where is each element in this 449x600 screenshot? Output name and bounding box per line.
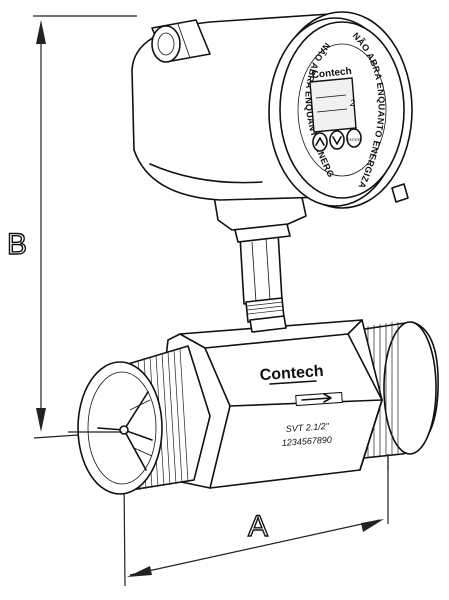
- cable-gland: [151, 19, 211, 63]
- dimension-a-right-arrow: [361, 519, 384, 532]
- keypad: ENTER: [312, 128, 362, 152]
- display-digit: 2: [349, 98, 355, 108]
- body-brand-underline: [269, 380, 317, 385]
- dimension-a: A: [123, 452, 389, 587]
- display-brand-logo: Contech: [311, 66, 352, 81]
- hex-body-top-edge: [179, 319, 363, 349]
- transmitter-housing: NÃO ABRA ENQUANTO ENERGIZADO NÃO ABRA EN…: [0, 0, 413, 231]
- pipe-body: Contech SVT 2.1/2" 1234567890: [68, 319, 439, 495]
- cover-lock-tab: [391, 183, 409, 203]
- stem-tube: [239, 231, 283, 305]
- lcd-display: Contech 2: [309, 66, 357, 133]
- cover-window-ring: [297, 43, 387, 177]
- keypad-button-up: [312, 132, 328, 152]
- dimension-b: B: [6, 15, 137, 439]
- body-brand-logo: Contech: [259, 363, 324, 384]
- right-thread-face: [383, 321, 437, 455]
- turbine-rotor: [97, 391, 153, 471]
- stem: [233, 219, 291, 333]
- nameplate-serial: 1234567890: [281, 435, 332, 448]
- hex-body-front-edge: [209, 405, 231, 489]
- nameplate-model: SVT 2.1/2": [285, 421, 330, 434]
- dimension-b-bottom-arrow: [36, 408, 46, 432]
- keypad-button-enter: [346, 128, 362, 148]
- stem-base: [249, 315, 287, 333]
- dimension-b-label: B: [7, 228, 27, 261]
- keypad-enter-label: ENTER: [347, 137, 361, 142]
- dimension-a-left-arrow: [127, 566, 152, 577]
- hex-body-right-edge: [347, 333, 383, 471]
- dimension-a-line: [129, 519, 381, 576]
- inlet-inner-bore: [87, 371, 157, 485]
- dimension-a-label: A: [248, 510, 268, 543]
- dimension-b-top-arrow: [36, 20, 46, 44]
- dimension-a-left-extension: [123, 479, 126, 587]
- flow-direction-arrow: [295, 391, 343, 407]
- keypad-button-down: [329, 130, 345, 150]
